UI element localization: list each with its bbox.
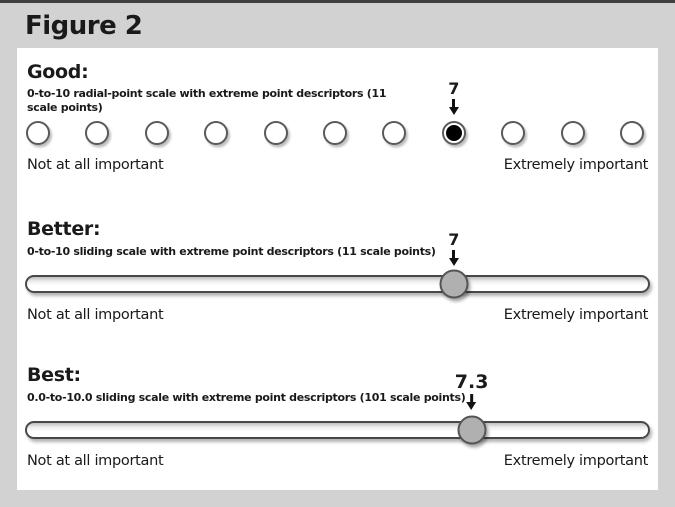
radio-point-7-selected[interactable] [441, 121, 466, 145]
anchor-labels: Not at all important Extremely important [27, 307, 648, 323]
anchor-labels: Not at all important Extremely important [27, 453, 648, 469]
left-anchor-label: Not at all important [27, 307, 164, 323]
radio-point-3[interactable] [204, 121, 229, 145]
figure-title: Figure 2 [25, 11, 143, 41]
down-arrow-icon [466, 394, 478, 410]
radio-point-8[interactable] [501, 121, 526, 145]
radio-point-4[interactable] [263, 121, 288, 145]
radio-point-9[interactable] [560, 121, 585, 145]
radio-scale [26, 121, 644, 145]
radio-point-5[interactable] [322, 121, 347, 145]
value-annotation: 7.3 [454, 371, 489, 410]
section-description: 0-to-10 radial-point scale with extreme … [27, 87, 387, 114]
down-arrow-icon [448, 250, 460, 266]
radio-point-1[interactable] [85, 121, 110, 145]
radio-point-0[interactable] [26, 121, 50, 145]
down-arrow-icon [448, 99, 460, 115]
section-description: 0.0-to-10.0 sliding scale with extreme p… [27, 391, 466, 404]
slider-handle[interactable] [457, 415, 487, 445]
value-annotation: 7 [448, 81, 460, 115]
right-anchor-label: Extremely important [503, 453, 649, 469]
anchor-labels: Not at all important Extremely important [27, 157, 648, 173]
section-description: 0-to-10 sliding scale with extreme point… [27, 245, 436, 258]
slider-track[interactable] [25, 275, 650, 293]
value-annotation: 7 [448, 232, 460, 266]
radio-point-6[interactable] [382, 121, 407, 145]
left-anchor-label: Not at all important [27, 157, 164, 173]
slider-track[interactable] [25, 421, 650, 439]
annotation-value: 7 [448, 79, 460, 98]
section-heading: Good: [27, 61, 89, 83]
section-heading: Best: [27, 364, 81, 386]
left-anchor-label: Not at all important [27, 453, 164, 469]
section-heading: Better: [27, 218, 101, 240]
radio-point-2[interactable] [144, 121, 169, 145]
slider-handle[interactable] [439, 269, 469, 299]
annotation-value: 7.3 [454, 371, 489, 393]
radio-point-10[interactable] [619, 121, 644, 145]
annotation-value: 7 [448, 230, 460, 249]
right-anchor-label: Extremely important [503, 307, 649, 323]
figure-panel: Good: 0-to-10 radial-point scale with ex… [17, 48, 658, 490]
right-anchor-label: Extremely important [503, 157, 649, 173]
